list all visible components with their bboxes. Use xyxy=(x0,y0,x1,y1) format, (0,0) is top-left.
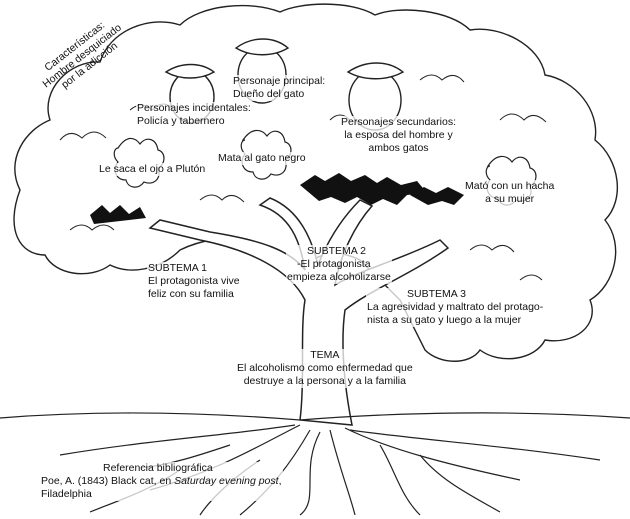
tema-line2: destruye a la persona y a la familia xyxy=(243,375,406,387)
subtema1-title: SUBTEMA 1 xyxy=(148,262,207,274)
referencia-italic: Saturday evening post xyxy=(174,475,279,487)
referencia-part1: Poe, A. (1843) Black cat, en xyxy=(41,475,175,487)
label-personaje-principal: Personaje principal: Dueño del gato xyxy=(232,75,327,101)
label-personajes-secundarios: Personajes secundarios: la esposa del ho… xyxy=(340,116,457,155)
label-subtema-2: SUBTEMA 2 -El protagonista empieza alcoh… xyxy=(286,245,392,284)
subtema2-title: SUBTEMA 2 xyxy=(307,245,366,257)
tema-title: TEMA xyxy=(310,349,340,361)
personajes-secundarios-line2: la esposa del hombre y xyxy=(344,129,453,141)
subtema3-line2: nista a su gato y luego a la mujer xyxy=(367,314,522,326)
personajes-secundarios-line1: Personajes secundarios: xyxy=(341,116,456,128)
personaje-principal-line2: Dueño del gato xyxy=(233,88,305,100)
referencia-line2: Filadelphia xyxy=(41,488,92,500)
evento-hacha-line1: Mató con un hacha xyxy=(465,180,555,192)
label-personajes-incidentales: Personajes incidentales: Policía y taber… xyxy=(136,102,252,128)
label-evento-hacha: Mató con un hacha a su mujer xyxy=(464,180,556,206)
subtema2-line1: -El protagonista xyxy=(297,258,371,270)
label-evento-pluton: Le saca el ojo a Plutón xyxy=(98,163,207,176)
fruit-icons xyxy=(164,38,405,131)
subtema3-title: SUBTEMA 3 xyxy=(407,288,466,300)
subtema3-line1: La agresividad y maltrato del protago- xyxy=(367,301,544,313)
personaje-principal-line1: Personaje principal: xyxy=(233,75,326,87)
canopy-shadow xyxy=(90,173,464,224)
label-subtema-3: SUBTEMA 3 La agresividad y maltrato del … xyxy=(366,288,545,327)
referencia-title: Referencia bibliográfica xyxy=(103,462,213,474)
evento-hacha-line2: a su mujer xyxy=(485,193,535,205)
subtema1-line2: feliz con su familia xyxy=(148,288,234,300)
referencia-line1: Poe, A. (1843) Black cat, en Saturday ev… xyxy=(41,475,282,488)
personajes-incidentales-line2: Policía y tabernero xyxy=(137,115,225,127)
tema-line1: El alcoholismo como enfermedad que xyxy=(237,362,413,374)
label-referencia: Referencia bibliográfica Poe, A. (1843) … xyxy=(40,462,283,501)
referencia-part2: , xyxy=(278,475,282,487)
subtema2-line2: empieza alcoholizarse xyxy=(287,271,391,283)
label-evento-gato-negro: Mata al gato negro xyxy=(217,152,307,165)
subtema1-line1: El protagonista vive xyxy=(148,275,240,287)
label-tema: TEMA El alcoholismo como enfermedad que … xyxy=(236,349,414,388)
fruit-icon xyxy=(346,62,405,131)
personajes-secundarios-line3: ambos gatos xyxy=(368,142,429,154)
personajes-incidentales-line1: Personajes incidentales: xyxy=(137,102,251,114)
label-subtema-1: SUBTEMA 1 El protagonista vive feliz con… xyxy=(147,262,241,301)
